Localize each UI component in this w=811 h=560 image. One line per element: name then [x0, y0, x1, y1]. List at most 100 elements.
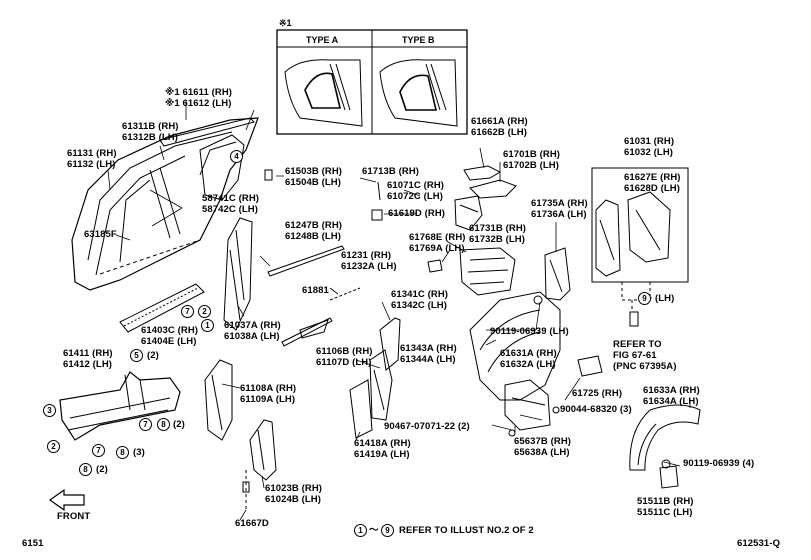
pillar-trim-a [223, 217, 253, 331]
label-line: 90467-07071-22 (2) [384, 421, 470, 432]
callout-3: 3 [43, 404, 56, 417]
callout-2b: 2 [47, 440, 60, 453]
callout-8b: 8 [157, 418, 170, 431]
label-61631: 61631A (RH) 61632A (LH) [500, 348, 557, 370]
label-line: 61312B (LH) [122, 132, 179, 143]
label-51511: 51511B (RH) 51511C (LH) [637, 496, 694, 518]
label-line: 61725 (RH) [572, 388, 623, 399]
label-line: 61619D (RH) [388, 208, 446, 219]
type-a-header: TYPE A [306, 35, 339, 45]
reinf-61701 [469, 179, 517, 199]
note-callout-9: 9 [381, 524, 394, 537]
type-b-window [379, 59, 458, 127]
label-line: 61024B (LH) [265, 494, 322, 505]
wheel-house-inner-65637 [504, 379, 551, 431]
label-line: 58742C (LH) [202, 204, 259, 215]
label-61619: 61619D (RH) [388, 208, 445, 219]
label-line: 61768E (RH) [409, 232, 466, 243]
label-line: 61881 [302, 285, 329, 296]
callout-1: 1 [201, 319, 214, 332]
label-line: 61072C (LH) [387, 191, 444, 202]
label-90044: 90044-68320 (3) [560, 404, 632, 415]
quarter-inner-61735 [544, 247, 571, 301]
label-line: 61735A (RH) [531, 198, 588, 209]
label-61071: 61071C (RH) 61072C (LH) [387, 180, 444, 202]
label-line: 61632A (LH) [500, 359, 556, 370]
label-line: 61667D [235, 518, 269, 529]
label-line: 61341C (RH) [391, 289, 449, 300]
label-line: ※1 61612 (LH) [165, 98, 232, 109]
label-line: 61132 (LH) [67, 159, 116, 170]
label-61403: 61403C (RH) 61404E (LH) [141, 325, 198, 347]
label-line: 61702B (LH) [503, 160, 560, 171]
front-arrow [48, 488, 85, 512]
label-line: 61631A (RH) [500, 348, 557, 359]
label-61667: 61667D [235, 518, 269, 529]
pillar-61418 [349, 379, 373, 439]
label-61418: 61418A (RH) 61419A (LH) [354, 438, 411, 460]
note-callout-1: 1 [354, 524, 367, 537]
label-line: 61231 (RH) [341, 250, 392, 261]
callout-9: 9 [638, 292, 651, 305]
label-61503: 61503B (RH) 61504B (LH) [285, 166, 342, 188]
label-90467: 90467-07071-22 (2) [384, 421, 470, 432]
rocker-lower [59, 371, 181, 441]
label-line: 61342C (LH) [391, 300, 448, 311]
label-61311: 61311B (RH) 61312B (LH) [122, 121, 179, 143]
label-61701: 61701B (RH) 61702B (LH) [503, 149, 560, 171]
label-line: 90119-06939 (4) [683, 458, 755, 469]
roof-drip-strip [267, 245, 345, 277]
pillar-61031 [595, 199, 621, 277]
bracket-61619 [371, 209, 383, 221]
inset-mark: ※1 [279, 18, 292, 28]
label-line: 58741C (RH) [202, 193, 260, 204]
piece-61725 [577, 355, 603, 377]
label-line: ※1 61611 (RH) [165, 87, 233, 98]
label-line: 61248B (LH) [285, 231, 342, 242]
roof-rail [159, 117, 255, 147]
label-line: 61247B (RH) [285, 220, 343, 231]
label-61031: 61031 (RH) 61032 (LH) [624, 136, 674, 158]
label-lh9: (LH) [655, 293, 674, 304]
label-line: 90119-06939 (LH) [490, 326, 569, 337]
label-line: 61503B (RH) [285, 166, 343, 177]
reinf-61661 [463, 165, 502, 181]
label-line: (PNC 67395A) [613, 361, 677, 372]
label-61725: 61725 (RH) [572, 388, 622, 399]
pillar-61341 [379, 317, 401, 371]
label-line: 61661A (RH) [471, 116, 528, 127]
label-line: 61411 (RH) [63, 348, 113, 359]
callout-8-qty: (2) [96, 464, 108, 475]
label-line: 61662B (LH) [471, 127, 528, 138]
label-line: 65638A (LH) [514, 447, 570, 458]
footer-right-code: 612531-Q [737, 538, 781, 549]
label-line: 61344A (LH) [400, 354, 456, 365]
brace-61768 [454, 195, 483, 231]
label-61023: 61023B (RH) 61024B (LH) [265, 483, 322, 505]
label-61106: 61106B (RH) 61107D (LH) [316, 346, 373, 368]
label-line: 61713B (RH) [362, 166, 420, 177]
lower-bracket [249, 419, 277, 481]
callout-5: 5 [130, 349, 143, 362]
label-61411: 61411 (RH) 61412 (LH) [63, 348, 113, 370]
label-61627: 61627E (RH) 61628D (LH) [624, 172, 681, 194]
label-line: 61131 (RH) [67, 148, 117, 159]
label-line: 61037A (RH) [224, 320, 281, 331]
clip-61769 [427, 259, 443, 273]
label-line: REFER TO [613, 339, 662, 350]
label-line: 61418A (RH) [354, 438, 411, 449]
label-line: 63185F [84, 229, 117, 240]
callout-7c: 7 [139, 418, 152, 431]
label-line: FIG 67-61 [613, 350, 657, 361]
label-61611: ※1 61611 (RH) ※1 61612 (LH) [165, 87, 232, 109]
label-61713: 61713B (RH) [362, 166, 419, 177]
pillar-inner-b [204, 359, 233, 441]
label-line: 61032 (LH) [624, 147, 674, 158]
side-strip [281, 317, 333, 347]
type-a-window [284, 59, 363, 127]
label-line: 61731B (RH) [469, 223, 527, 234]
label-line: 61031 (RH) [624, 136, 675, 147]
label-line: (LH) [655, 293, 675, 304]
bracket-61713 [377, 181, 381, 201]
